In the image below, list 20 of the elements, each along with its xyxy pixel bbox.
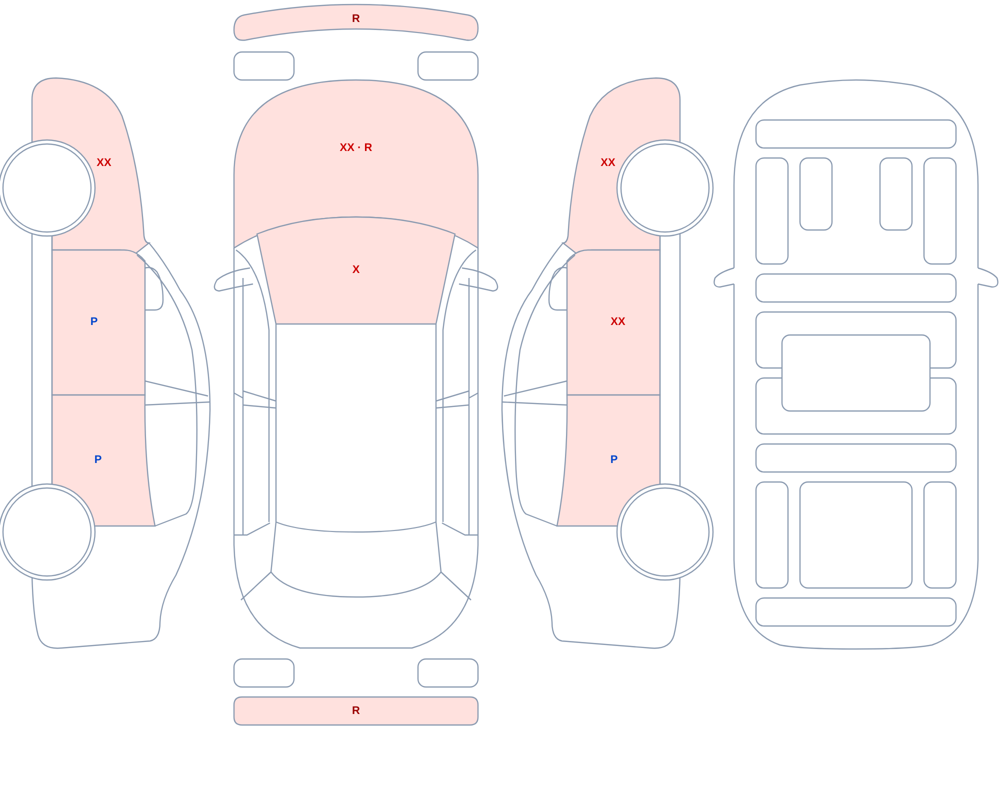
damage-code: XX — [96, 156, 112, 170]
damage-code: P — [94, 454, 102, 466]
damage-code: X — [352, 264, 360, 276]
damage-code: XX — [610, 316, 626, 328]
front-fender-panel — [31, 77, 150, 255]
front-fender-panel — [562, 77, 681, 255]
front-door-panel — [566, 249, 661, 396]
damage-code: P — [610, 454, 618, 466]
rear-door-panel — [556, 394, 661, 527]
rear-bumper-panel — [233, 696, 479, 726]
damage-code: XX — [600, 156, 616, 170]
front-bumper-panel — [233, 3, 479, 43]
hood-panel — [233, 79, 479, 249]
front-door-panel — [51, 249, 146, 396]
damage-code: P — [90, 316, 98, 328]
damage-code: R — [352, 12, 360, 26]
rear-door-panel — [51, 394, 156, 527]
windshield-panel — [256, 216, 456, 325]
damage-code: XX · R — [340, 142, 372, 154]
damage-code: R — [352, 704, 360, 718]
